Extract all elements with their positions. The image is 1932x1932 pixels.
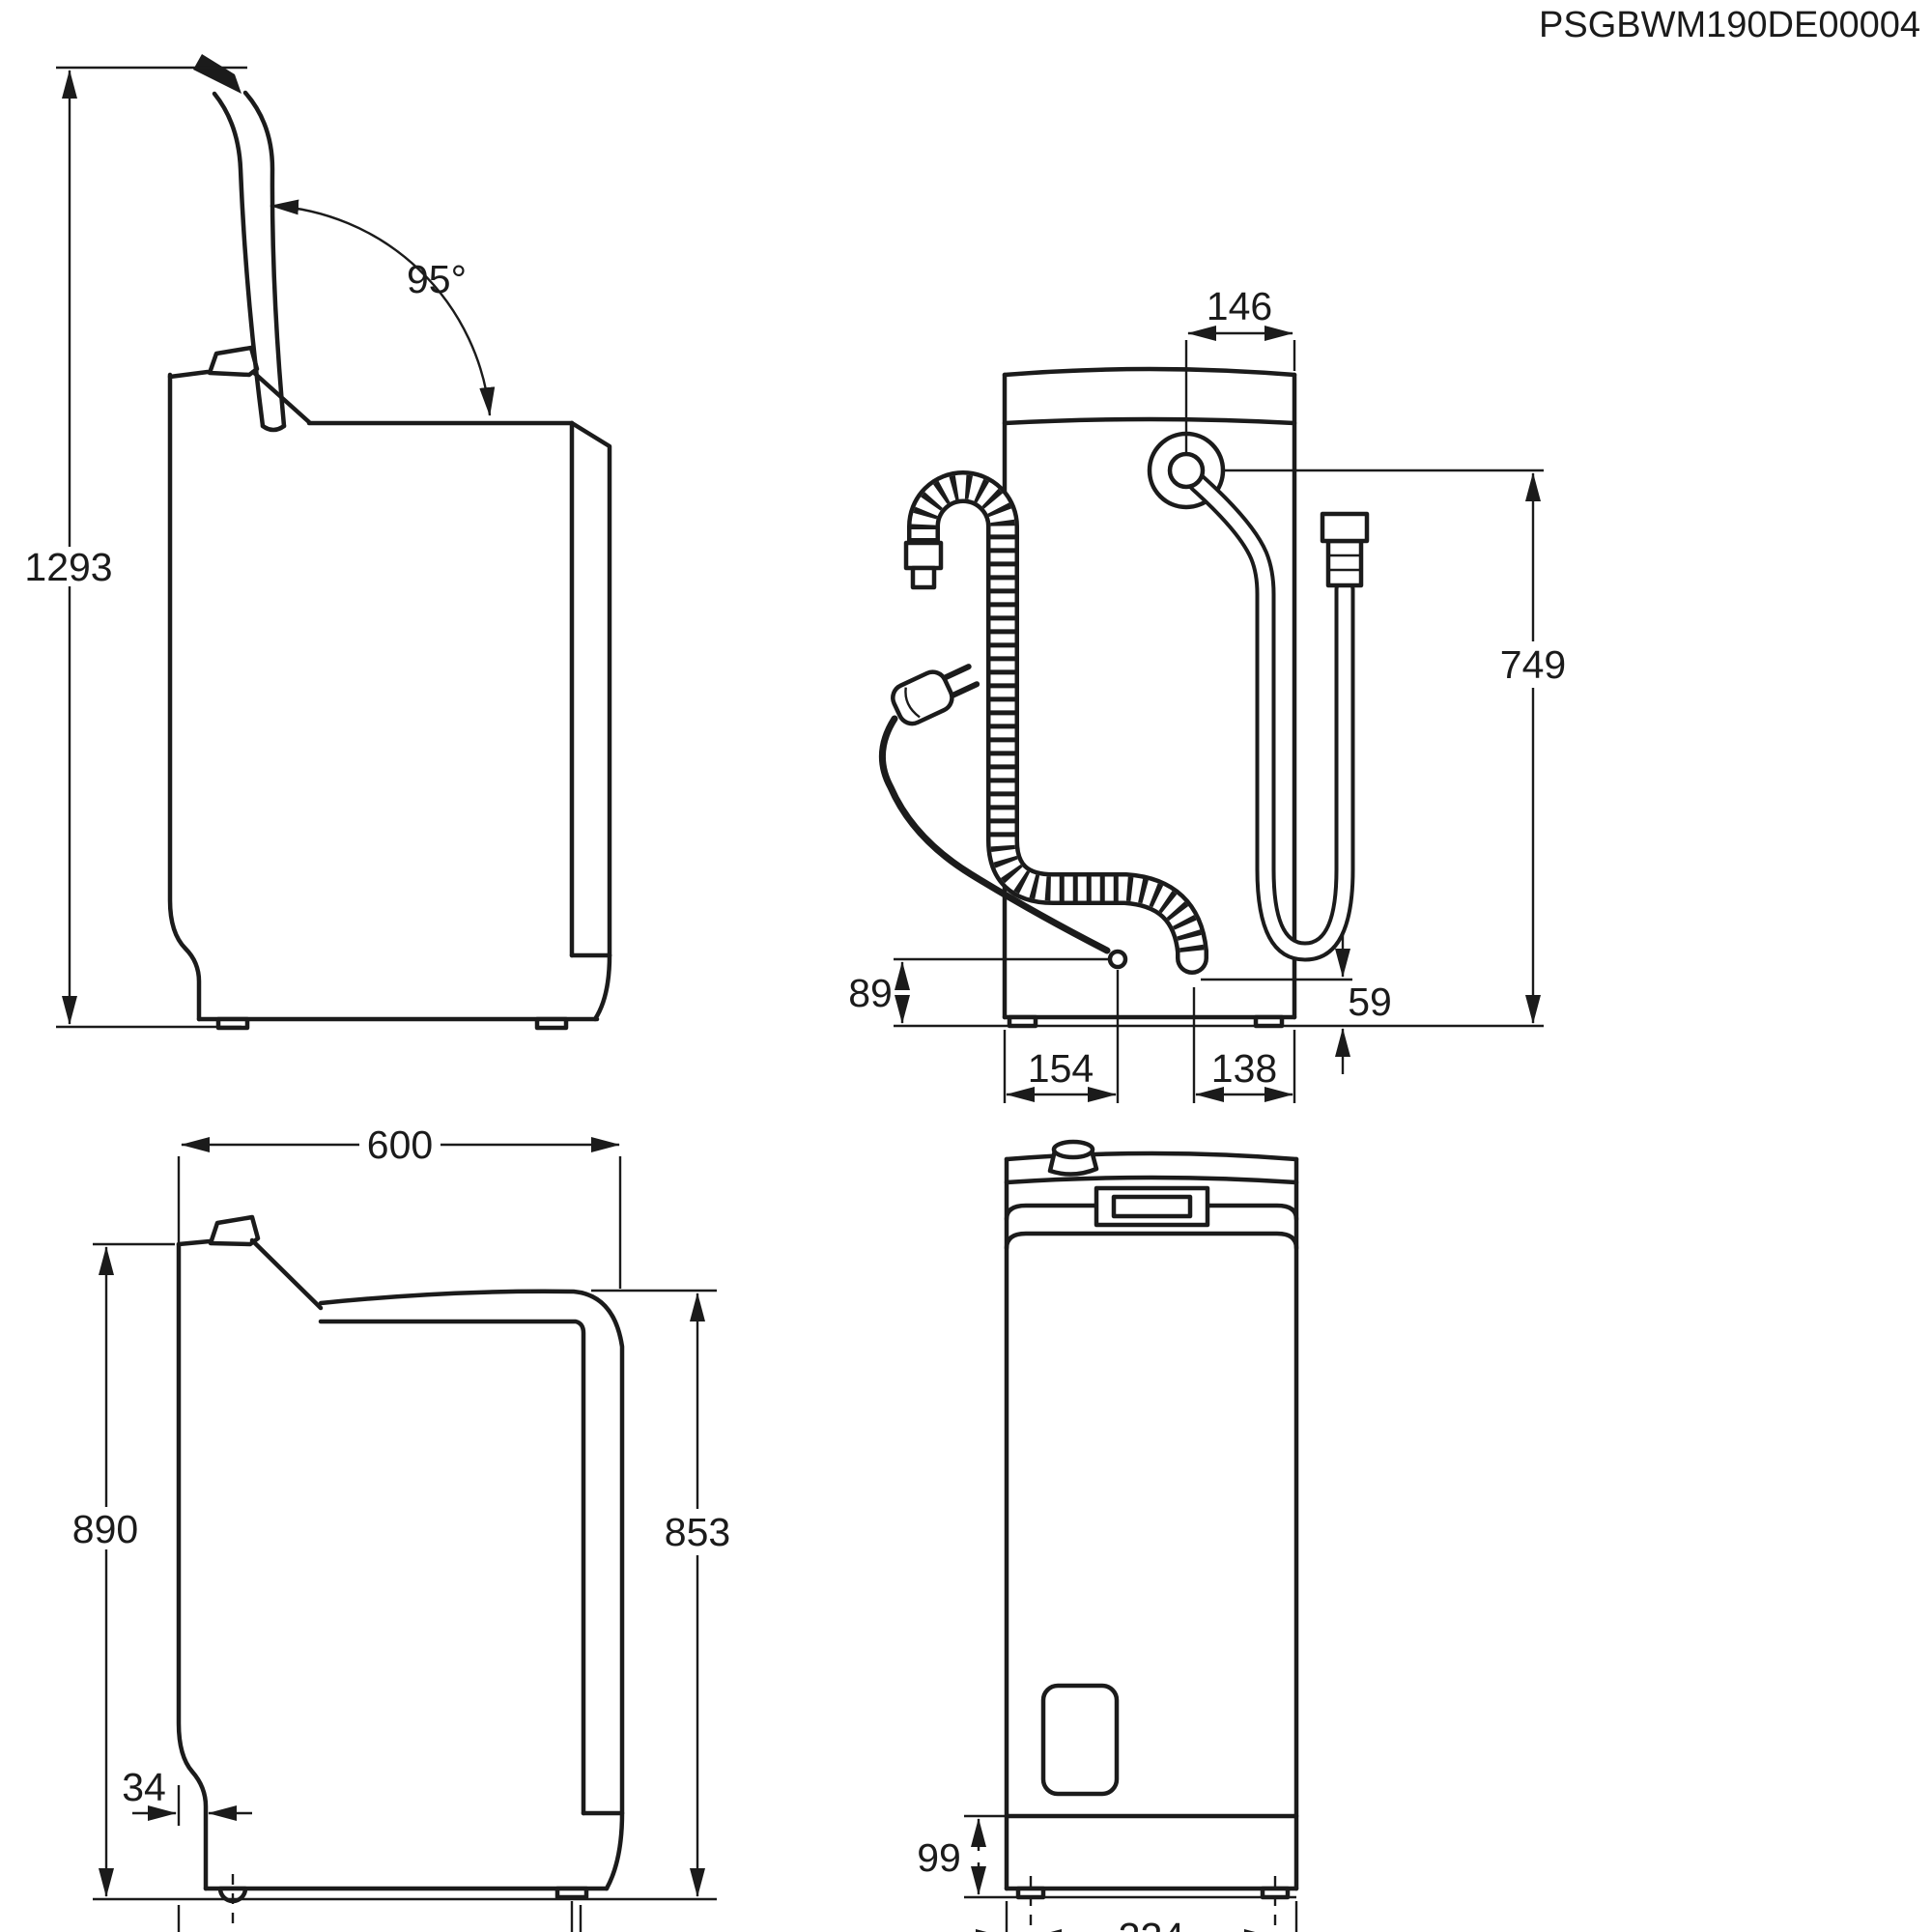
drawing-number: PSGBWM190DE00004 — [1539, 5, 1920, 45]
dim-label-plinth-height: 99 — [917, 1835, 961, 1880]
lid-angle-arc — [270, 199, 496, 416]
dim-label-cord-height: 89 — [848, 971, 893, 1015]
control-panel-side-closed — [176, 1214, 324, 1311]
program-knob — [1047, 1139, 1099, 1177]
dim-label-depth: 600 — [367, 1122, 433, 1167]
lid-handle-lip — [193, 54, 242, 94]
drain-hose-fitting-tip — [910, 565, 937, 590]
dim-label-cord-to-side: 154 — [1028, 1046, 1094, 1091]
dim-label-rear-height: 853 — [665, 1510, 730, 1554]
dim-cord-to-side: 154 — [1003, 970, 1120, 1103]
dim-foot-span-front: 334 — [1029, 1876, 1277, 1932]
rear-foot — [534, 1016, 569, 1031]
view-side-closed: 600 890 853 34 51 — [72, 1122, 730, 1932]
dim-label-height: 890 — [72, 1507, 138, 1551]
dim-height: 890 — [72, 1242, 717, 1901]
dim-total-height: 1293 — [24, 66, 247, 1029]
inlet-hose-cap — [1320, 511, 1370, 544]
power-plug — [891, 664, 980, 726]
display-window — [1111, 1194, 1193, 1219]
dim-rear-height: 853 — [591, 1289, 730, 1897]
pump-access-door — [1040, 1683, 1120, 1797]
dim-front-clearance: 34 — [122, 1765, 252, 1826]
view-back: 146 749 — [848, 284, 1566, 1103]
inlet-hose — [1187, 472, 1370, 962]
dim-label-inlet-to-side: 146 — [1207, 284, 1272, 328]
dim-cord-height: 89 — [848, 957, 1110, 1024]
drain-hose-fitting — [903, 540, 944, 571]
water-inlet-inner — [1167, 451, 1206, 490]
panel-button — [207, 345, 260, 378]
drain-hose — [903, 470, 1208, 975]
dim-drain-to-side: 138 — [1192, 987, 1296, 1103]
dim-label-front-clearance: 34 — [122, 1765, 166, 1809]
dim-inlet-to-side: 146 — [1184, 284, 1296, 469]
dim-label-inlet-height: 749 — [1500, 642, 1566, 687]
dim-foot-span-side: 464 — [570, 1901, 574, 1932]
dim-drain-height: 59 — [1201, 931, 1392, 1074]
feet-side-open — [215, 1016, 569, 1031]
dim-width: 397 — [1294, 1901, 1298, 1932]
panel-button-closed — [208, 1214, 261, 1247]
dim-label-foot-span-front: 334 — [1119, 1915, 1184, 1932]
display-panel — [1094, 1185, 1210, 1228]
rear-foot-closed — [554, 1886, 589, 1900]
cord-grommet — [1107, 949, 1128, 970]
dim-depth: 600 — [177, 1122, 622, 1289]
dim-inlet-height: 749 — [894, 469, 1566, 1028]
plug-body — [891, 669, 954, 726]
dim-label-drain-to-side: 138 — [1211, 1046, 1277, 1091]
back-right-foot — [1253, 1014, 1285, 1029]
dim-front-foot: 51 — [231, 1874, 235, 1932]
dim-label-lid-angle: 95° — [407, 257, 467, 301]
dim-label-drain-height: 59 — [1348, 980, 1392, 1024]
dim-plinth-height: 99 — [917, 1814, 1296, 1899]
dim-foot-inset: 32 — [976, 1901, 1009, 1932]
inlet-hose-threads — [1325, 538, 1364, 588]
power-cord — [878, 715, 1111, 954]
dim-lid-angle: 95° — [270, 199, 496, 416]
machine-body-side-closed — [176, 1241, 625, 1891]
machine-body-front — [1004, 1151, 1299, 1891]
back-left-foot — [1007, 1014, 1038, 1029]
dim-label-total-height: 1293 — [24, 545, 112, 589]
machine-body-side-open — [167, 372, 612, 1022]
view-front: 99 32 334 397 — [917, 1139, 1299, 1932]
view-side-open: 95° 1293 — [24, 54, 612, 1031]
